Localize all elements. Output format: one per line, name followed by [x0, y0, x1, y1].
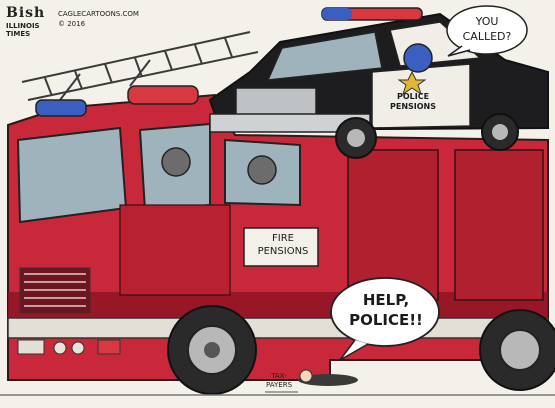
syndicate-site: CAGLECARTOONS.COM	[58, 10, 139, 18]
help-speech-text: HELP, POLICE!!	[349, 291, 423, 329]
artist-name: Bish	[6, 5, 46, 21]
copyright-year: © 2016	[58, 20, 86, 28]
speech-bubbles	[330, 5, 528, 361]
police-pensions-label: POLICE PENSIONS	[389, 92, 437, 111]
truck-wheels	[167, 305, 555, 395]
fire-ladder	[21, 31, 259, 101]
cartoonist-signature: Bish CAGLECARTOONS.COM © 2016 ILLINOIS T…	[6, 6, 156, 38]
taxpayer-figure	[265, 369, 358, 393]
publication-name: ILLINOIS TIMES	[6, 22, 40, 38]
taxpayers-label: TAX- PAYERS	[265, 372, 293, 389]
fire-pensions-sign: FIRE PENSIONS	[257, 233, 309, 257]
police-speech-text: YOU CALLED?	[462, 15, 512, 43]
